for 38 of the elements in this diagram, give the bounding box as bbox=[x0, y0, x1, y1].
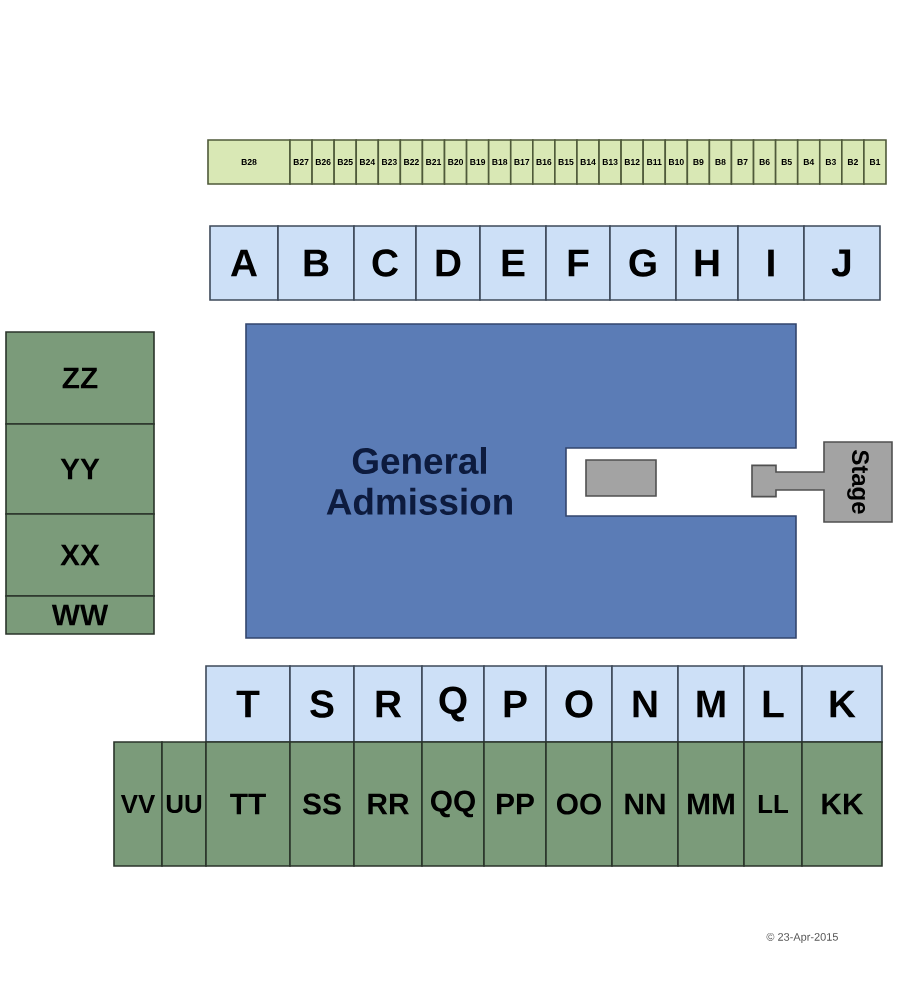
section-box: F bbox=[545, 225, 611, 301]
section-box: B bbox=[277, 225, 355, 301]
section-box: SS bbox=[289, 741, 355, 867]
section-box: D bbox=[415, 225, 481, 301]
section-box: M bbox=[677, 665, 745, 743]
section-box: OO bbox=[545, 741, 613, 867]
section-box: R bbox=[353, 665, 423, 743]
section-box: I bbox=[737, 225, 805, 301]
section-box: ZZ bbox=[5, 331, 155, 425]
section-box: N bbox=[611, 665, 679, 743]
section-box: S bbox=[289, 665, 355, 743]
section-box: L bbox=[743, 665, 803, 743]
section-box: QQ bbox=[421, 741, 485, 867]
section-box: WW bbox=[5, 595, 155, 635]
section-box: Q bbox=[421, 665, 485, 743]
section-box: T bbox=[205, 665, 291, 743]
section-box: E bbox=[479, 225, 547, 301]
section-box: UU bbox=[161, 741, 207, 867]
section-box: K bbox=[801, 665, 883, 743]
platform bbox=[585, 459, 657, 497]
section-box: TT bbox=[205, 741, 291, 867]
section-box: VV bbox=[113, 741, 163, 867]
section-box: C bbox=[353, 225, 417, 301]
section-box: O bbox=[545, 665, 613, 743]
section-box: MM bbox=[677, 741, 745, 867]
section-box: RR bbox=[353, 741, 423, 867]
section-box: LL bbox=[743, 741, 803, 867]
stage: Stage bbox=[751, 441, 893, 523]
section-box: PP bbox=[483, 741, 547, 867]
section-box: A bbox=[209, 225, 279, 301]
section-box: NN bbox=[611, 741, 679, 867]
floor-area: General Admission bbox=[245, 323, 797, 639]
section-box: KK bbox=[801, 741, 883, 867]
section-box: H bbox=[675, 225, 739, 301]
section-box: P bbox=[483, 665, 547, 743]
section-box: G bbox=[609, 225, 677, 301]
section-box: J bbox=[803, 225, 881, 301]
section-box: YY bbox=[5, 423, 155, 515]
